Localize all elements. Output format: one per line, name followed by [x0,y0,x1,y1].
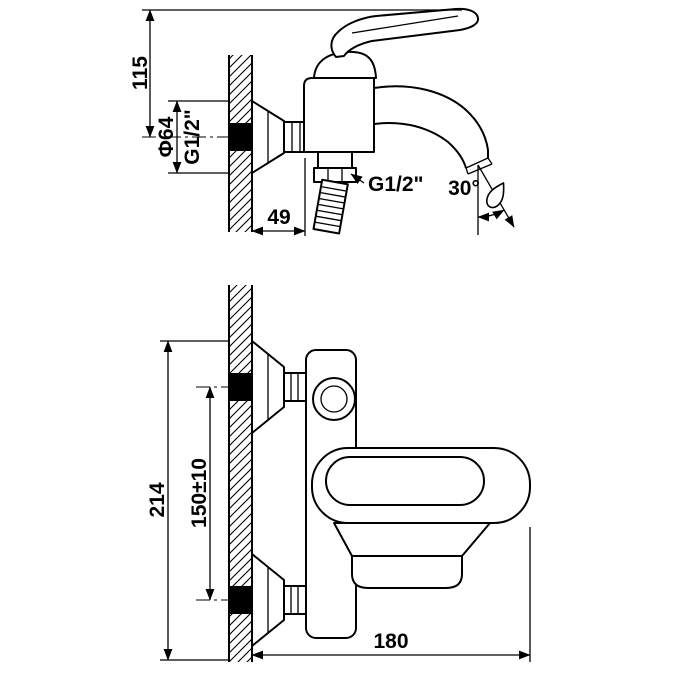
bottom-outlet-base [317,151,353,169]
spout-outer [373,85,489,158]
dim-total-height: 214 [146,340,228,661]
total-height-label: 214 [146,482,169,517]
upper-hex-connector [283,372,307,402]
lower-wall-nut [229,586,252,614]
dim-height-label: 115 [129,56,152,90]
dim-projection-width: 180 [251,527,531,662]
valve-body [303,77,375,153]
wall-offset-label: 49 [267,206,290,229]
handle-inset [325,456,485,506]
faucet-side-view [229,7,493,235]
leader-line [350,173,365,184]
front-view-drawing: 214 150±10 180 [146,285,531,662]
upper-wall-nut [229,373,252,401]
center-distance-label: 150±10 [188,458,211,528]
spout-front [351,555,463,589]
lever-handle [330,7,480,58]
outlet-thread-label: G1/2" [368,173,423,196]
faucet-front-view [229,340,531,647]
spout-inner [373,122,467,169]
wall-thread-nut [229,123,252,151]
wall-thread-label: G1/2" [181,109,204,164]
dim-flange-diameter-label: Φ64 [155,116,178,157]
lower-hex-connector [283,585,307,615]
dim-spout-angle: 30° [448,164,515,235]
bottom-outlet-nut [313,167,357,183]
spout-angle-label: 30° [448,177,480,200]
dim-wall-offset: 49 [251,158,306,236]
dim-center-distance: 150±10 [188,386,215,601]
diverter-ring [312,377,356,421]
side-view-drawing: 115 Φ64 G1/2" 49 G1/2" 30° [129,7,515,236]
projection-width-label: 180 [373,630,408,653]
angle-arc [477,209,505,222]
dim-flange-diameter: Φ64 [155,100,228,174]
outlet-thread-callout: G1/2" [350,173,423,196]
spout-shoulder [333,522,491,557]
shower-hose-connector [312,178,349,235]
water-drop-icon [486,182,505,209]
handle-front [311,447,531,524]
dim-height: 115 [129,9,462,138]
